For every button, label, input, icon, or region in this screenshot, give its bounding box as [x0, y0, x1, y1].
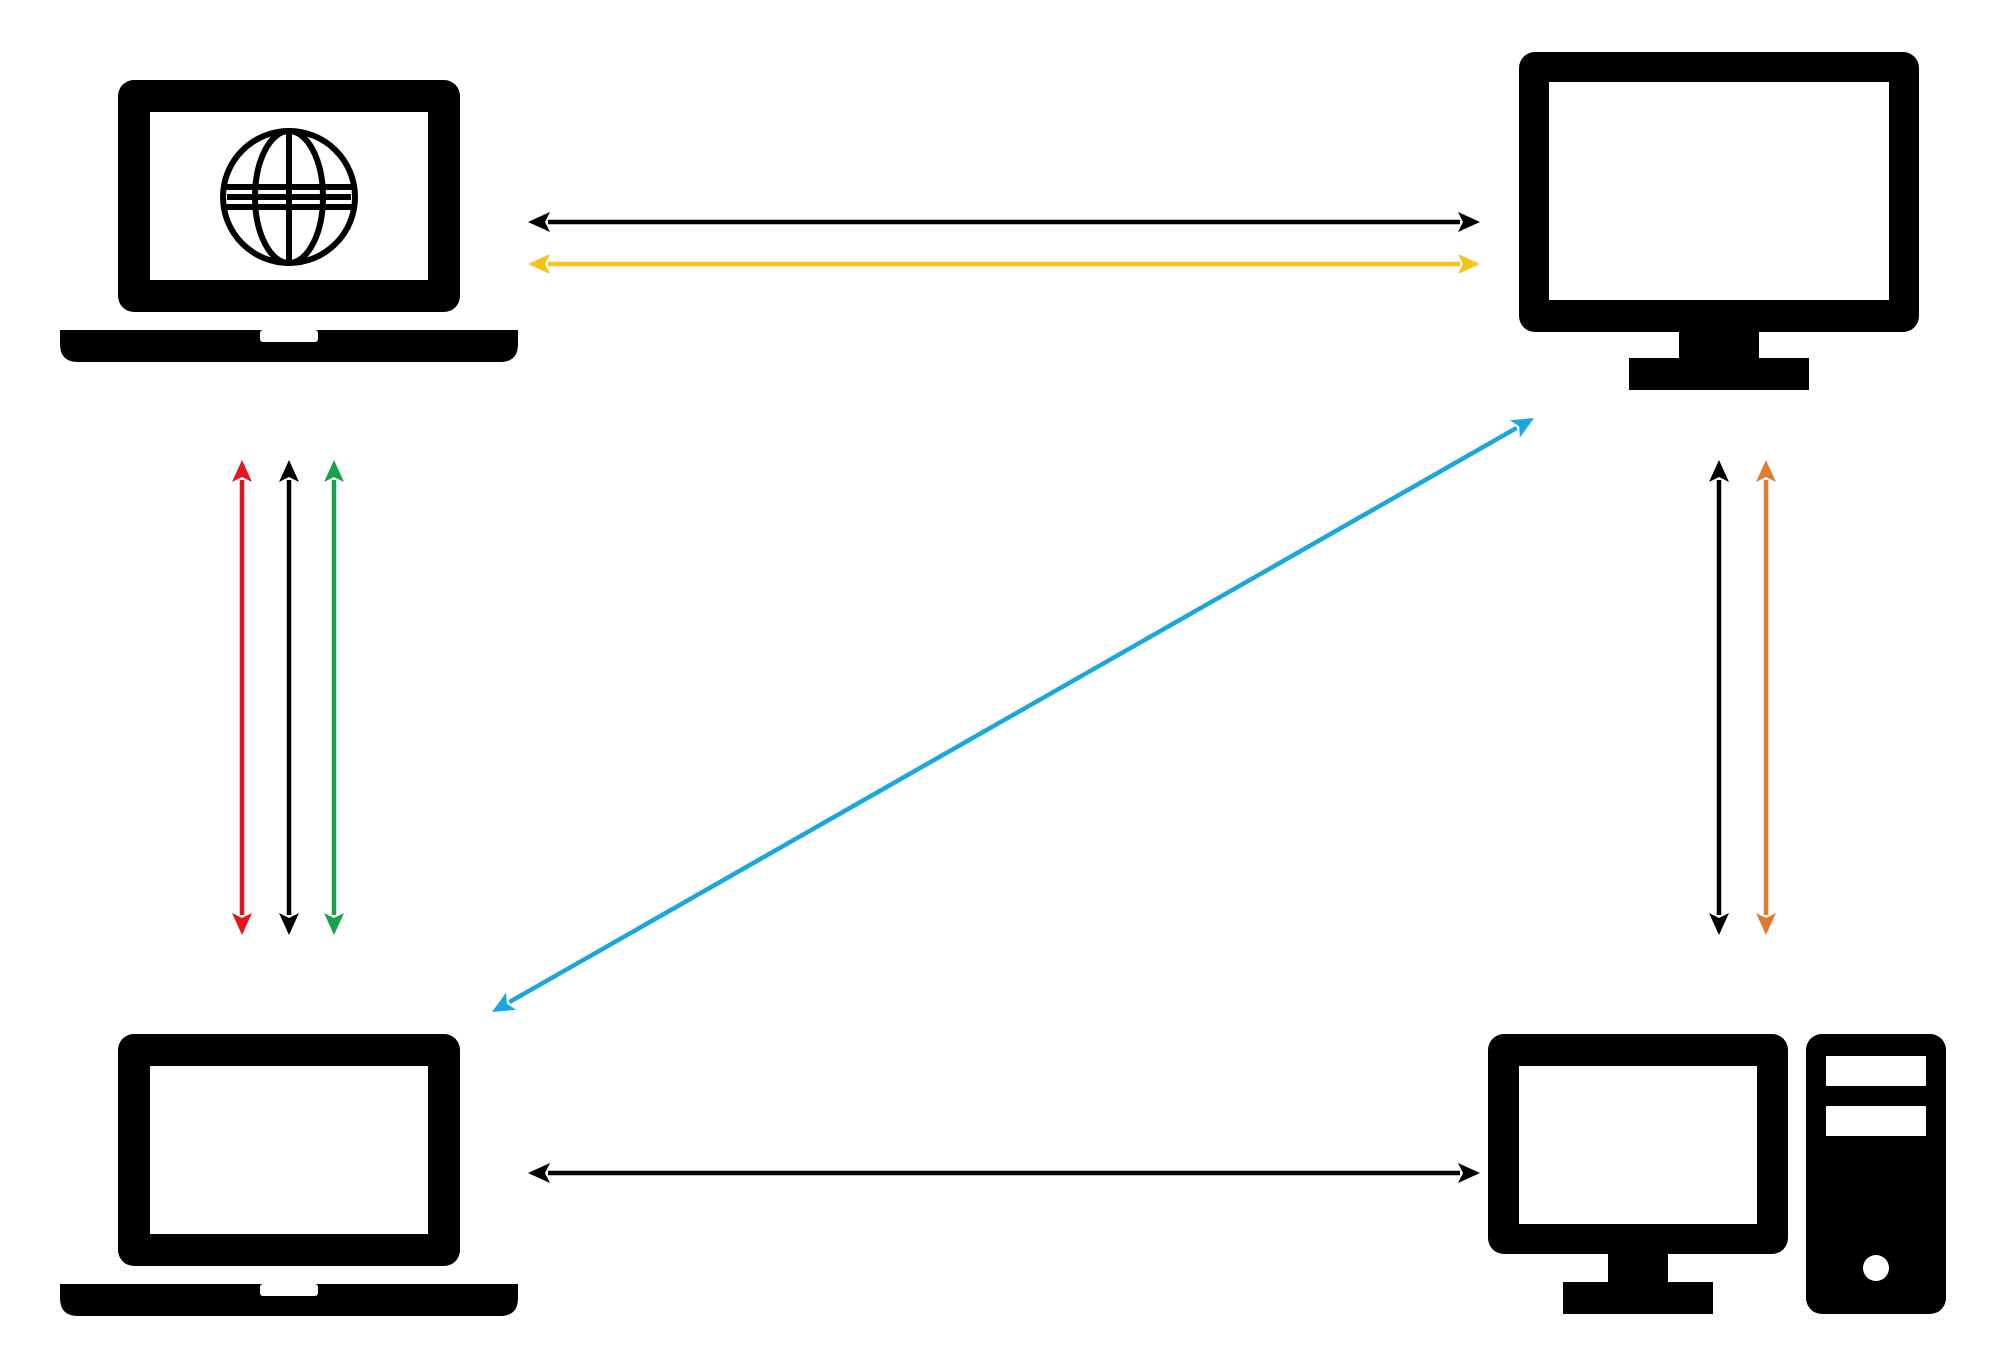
connection-arrow	[492, 418, 1534, 1012]
arrowhead-end	[279, 913, 299, 935]
desktop-tower-icon	[1488, 1034, 1946, 1314]
connection-arrow	[232, 460, 252, 935]
arrowhead-start	[528, 1163, 550, 1183]
arrowhead-start	[324, 460, 344, 482]
connection-arrow	[528, 212, 1480, 232]
computer-tower-icon	[1806, 1034, 1946, 1314]
connection-arrows	[232, 212, 1776, 1183]
arrowhead-start	[232, 460, 252, 482]
arrowhead-start	[279, 460, 299, 482]
arrowhead-end	[1458, 254, 1480, 274]
arrowhead-end	[1756, 913, 1776, 935]
arrowhead-end	[1458, 212, 1480, 232]
connection-arrow	[1709, 460, 1729, 935]
arrowhead-end	[492, 992, 517, 1012]
connection-arrow	[279, 460, 299, 935]
laptop-icon	[60, 1034, 518, 1316]
arrowhead-end	[1709, 913, 1729, 935]
arrowhead-start	[1709, 460, 1729, 482]
arrowhead-start	[528, 212, 550, 232]
arrowhead-start	[1756, 460, 1776, 482]
arrowhead-start	[528, 254, 550, 274]
connection-arrow	[1756, 460, 1776, 935]
connection-arrow	[528, 254, 1480, 274]
arrowhead-end	[232, 913, 252, 935]
connection-line	[508, 425, 1518, 1005]
connection-arrow	[528, 1163, 1480, 1183]
connection-arrow	[324, 460, 344, 935]
arrowhead-end	[1458, 1163, 1480, 1183]
monitor-icon	[1519, 52, 1919, 390]
globe-icon	[220, 128, 358, 266]
arrowhead-end	[324, 913, 344, 935]
arrowhead-start	[1509, 418, 1534, 438]
laptop-globe-icon	[60, 80, 518, 362]
